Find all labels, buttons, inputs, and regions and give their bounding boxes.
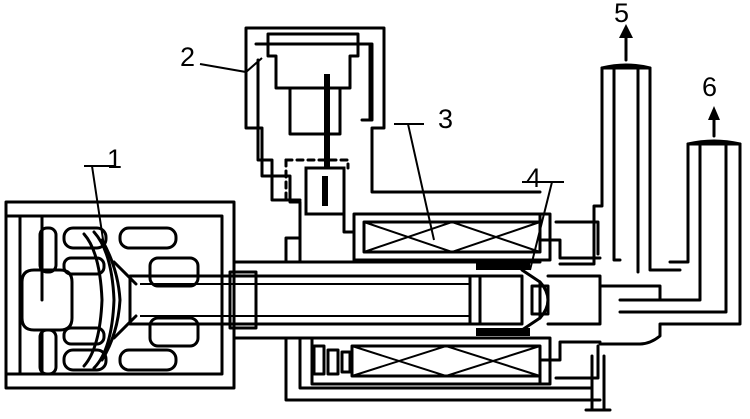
left-housing: [4, 200, 236, 390]
connector-housing: [256, 32, 372, 234]
central-shaft: [128, 270, 482, 330]
outlet-port-6: [598, 139, 742, 346]
label-part-6: 6: [702, 72, 717, 102]
flow-arrow-6: [708, 106, 720, 138]
label-part-2: 2: [180, 42, 195, 72]
label-part-5: 5: [614, 0, 629, 28]
bottom-lead: [584, 354, 612, 412]
label-part-1: 1: [107, 144, 122, 174]
leader-lines: [84, 57, 564, 271]
flow-arrow-5: [619, 24, 633, 62]
diaphragm: [82, 230, 138, 370]
label-part-3: 3: [438, 104, 453, 134]
label-part-4: 4: [526, 163, 541, 193]
valve-seat: [476, 212, 602, 386]
outlet-port-5: [558, 63, 682, 274]
solenoid-coil: [310, 212, 552, 386]
